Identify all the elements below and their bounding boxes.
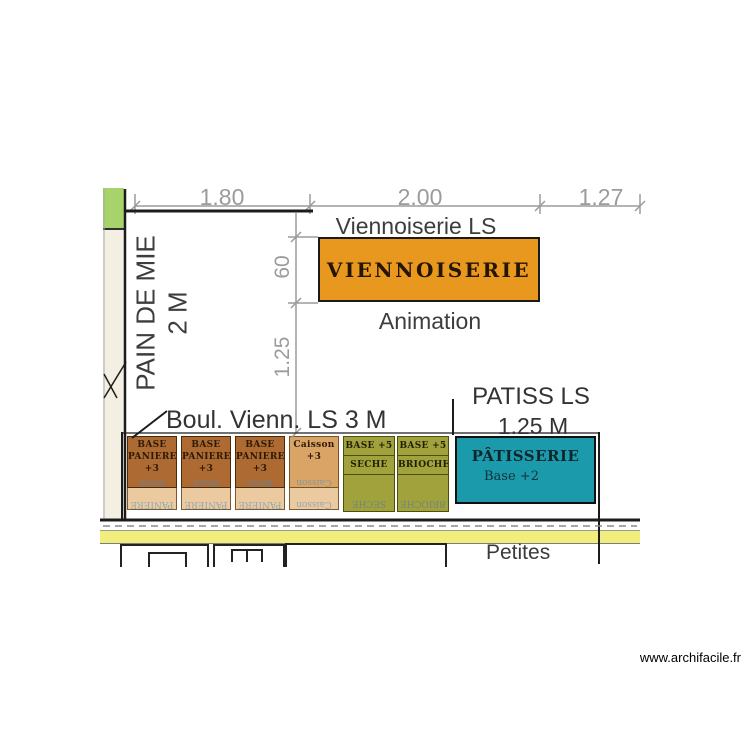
dim-label-60: 60: [271, 255, 294, 279]
zone-label-petites: Petites: [486, 541, 551, 564]
bottom-counter-2-inner-b: [246, 549, 263, 562]
shelf-mirror-label: SECHE: [351, 498, 387, 508]
shelf-mirror-label: PANIERE: [238, 499, 282, 509]
patisserie-unit[interactable]: PÂTISSERIE Base +2: [455, 436, 596, 504]
yellow-aisle-strip: [100, 530, 640, 544]
left-wall-strip: [103, 228, 124, 520]
shelf-mirror-label: BRIOCHE: [400, 498, 446, 508]
viennoiserie-table[interactable]: VIENNOISERIE: [318, 237, 540, 302]
shelf-mirror-label: PANIERE: [130, 499, 174, 509]
shelf-label: BASE: [191, 440, 221, 450]
shelf-mirror-label: Caisson: [296, 477, 332, 487]
shelf-base5-brioche[interactable]: BASE +5 BRIOCHE BRIOCHE: [397, 436, 449, 512]
patisserie-title: PÂTISSERIE: [471, 447, 580, 465]
zone-label-pain-de-mie: PAIN DE MIE: [130, 235, 161, 391]
zone-label-animation: Animation: [378, 308, 482, 334]
shelf-label: +3: [198, 464, 214, 474]
shelf-label: BASE: [245, 440, 275, 450]
shelf-label: BRIOCHE: [398, 456, 448, 475]
bottom-counter-1-inner: [148, 552, 187, 567]
shelf-label: Caisson: [293, 440, 335, 450]
shelf-mirror-label: BASE: [193, 477, 219, 487]
viennoiserie-table-label: VIENNOISERIE: [326, 257, 532, 282]
patisserie-subtitle: Base +2: [484, 469, 539, 484]
bottom-counter-3[interactable]: [285, 543, 447, 567]
green-zone-block[interactable]: [103, 188, 124, 230]
shelf-label: SECHE: [344, 456, 394, 475]
zone-size-pain-de-mie: 2 M: [162, 291, 193, 335]
shelf-label: PANIERE: [128, 452, 177, 462]
shelf-base-paniere-3[interactable]: BASE PANIERE +3 BASE PANIERE: [235, 436, 285, 510]
shelf-base-paniere-1[interactable]: BASE PANIERE +3 BASE PANIERE: [127, 436, 177, 510]
shelf-caisson[interactable]: Caisson +3 Caisson Caisson: [289, 436, 339, 510]
shelf-mirror-label: Caisson: [296, 499, 332, 509]
zone-label-viennoiserie-ls: Viennoiserie LS: [335, 213, 497, 239]
shelf-mirror-label: BASE: [139, 477, 165, 487]
shelf-label: +3: [306, 452, 322, 462]
dim-label-1-25: 1.25: [271, 336, 294, 378]
zone-size-patiss-ls: 1.25 M: [497, 413, 569, 439]
shelf-label: BASE +5: [344, 437, 394, 456]
shelf-base-paniere-2[interactable]: BASE PANIERE +3 BASE PANIERE: [181, 436, 231, 510]
shelf-label: +3: [252, 464, 268, 474]
shelf-mirror-label: BASE: [247, 477, 273, 487]
dim-label-2-00: 2.00: [397, 184, 443, 210]
shelf-mirror-label: PANIERE: [184, 499, 228, 509]
dim-label-1-80: 1.80: [199, 184, 245, 210]
shelf-label: PANIERE: [236, 452, 285, 462]
archifacile-watermark-link[interactable]: www.archifacile.fr: [639, 650, 741, 665]
shelf-label: PANIERE: [182, 452, 231, 462]
shelf-label: +3: [144, 464, 160, 474]
zone-label-patiss-ls: PATISS LS: [472, 383, 590, 410]
shelf-label: BASE +5: [398, 437, 448, 456]
shelf-label: BASE: [137, 440, 167, 450]
dim-label-1-27: 1.27: [578, 184, 624, 210]
zone-label-boul-vienn: Boul. Vienn. LS 3 M: [166, 406, 387, 434]
shelf-base5-seche[interactable]: BASE +5 SECHE SECHE: [343, 436, 395, 512]
